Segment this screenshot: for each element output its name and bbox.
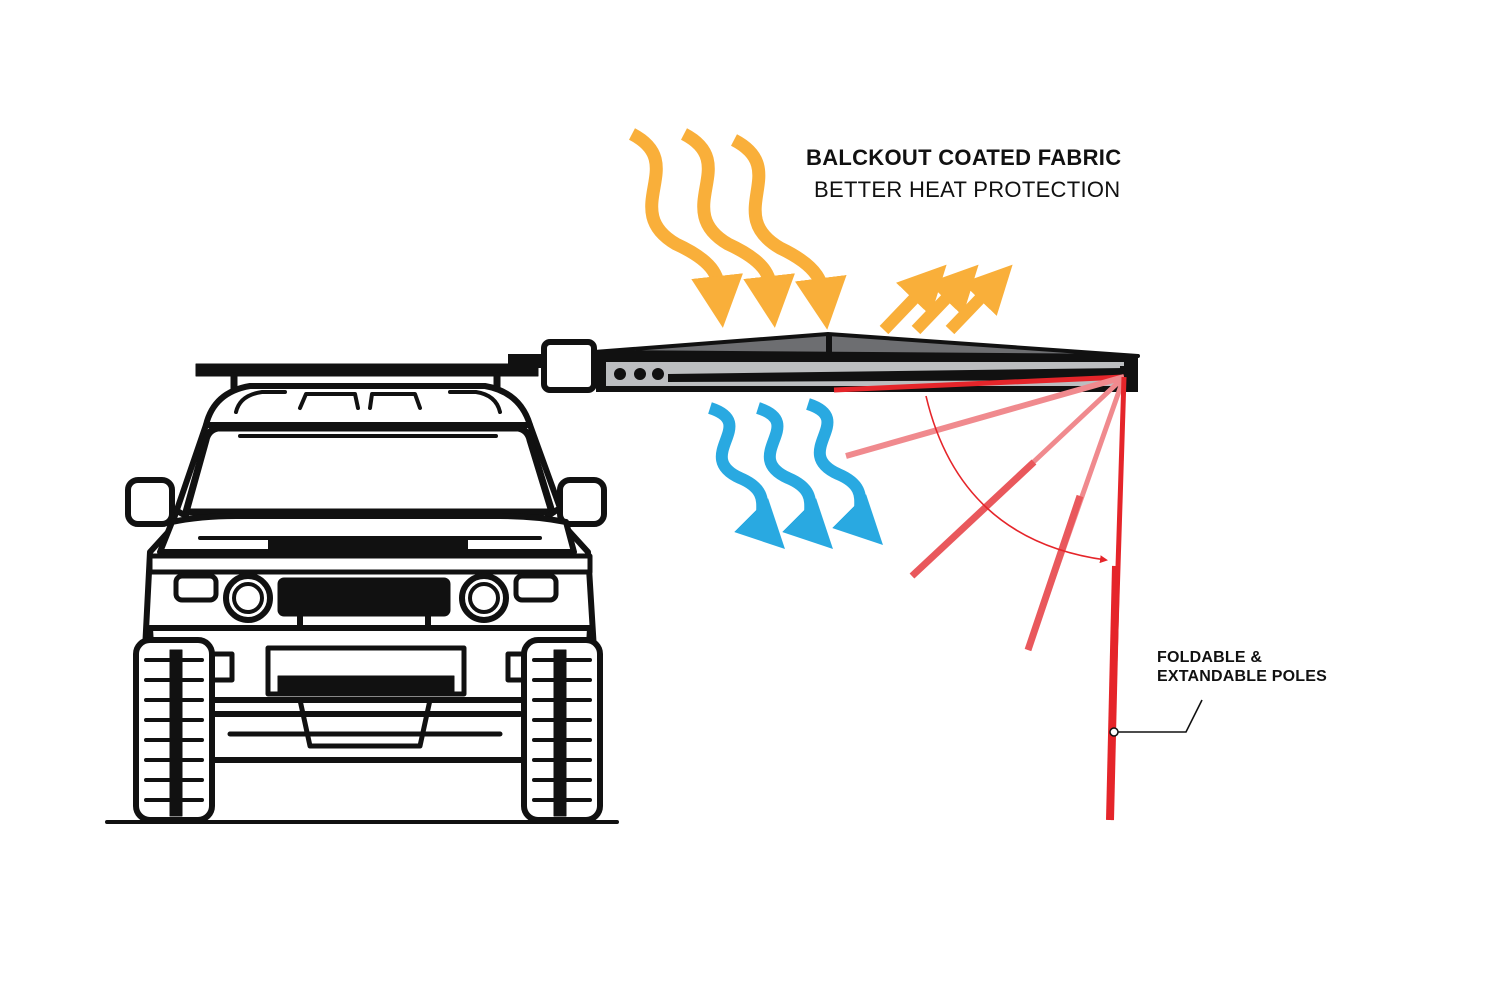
heading-title: BALCKOUT COATED FABRIC <box>806 145 1122 170</box>
cool-air-arrow-icon-1 <box>707 402 785 549</box>
side-mirror-left <box>125 477 189 527</box>
hood <box>157 513 577 555</box>
pole-callout-line-1: FOLDABLE & <box>1157 649 1263 666</box>
cool-air-arrow-icon-2 <box>755 402 833 549</box>
pole-angle-1 <box>845 374 1125 459</box>
tire-left <box>133 637 215 823</box>
awning-end-cap <box>541 339 597 393</box>
incoming-heat-arrow-icon-1 <box>628 128 743 328</box>
reflected-heat-arrow-icon-2 <box>911 264 979 335</box>
incoming-heat-arrow-icon-2 <box>680 128 795 328</box>
pole-swing-arrow <box>925 395 1108 564</box>
reflected-heat-arrows <box>879 264 1013 335</box>
incoming-heat-arrow-icon-3 <box>730 134 847 330</box>
vehicle-front-view <box>105 363 619 824</box>
awning-fabric-top <box>592 332 1140 358</box>
awning-poles <box>833 374 1127 821</box>
grille <box>277 577 451 617</box>
reflected-heat-arrow-icon-3 <box>945 264 1013 335</box>
awning-mount-bracket <box>508 354 548 368</box>
side-mirror-right <box>545 477 607 527</box>
headlight-left <box>223 573 273 623</box>
headlight-right <box>459 573 509 623</box>
awning <box>508 332 1140 393</box>
windshield <box>182 424 556 516</box>
tire-right <box>521 637 603 823</box>
pole-callout-line-2: EXTANDABLE POLES <box>1157 668 1328 685</box>
heading-subtitle: BETTER HEAT PROTECTION <box>814 177 1121 202</box>
pole-callout-leader <box>1109 699 1203 737</box>
reflected-heat-arrow-icon-1 <box>879 264 947 335</box>
incoming-heat-arrows <box>628 128 847 330</box>
pole-horizontal <box>833 374 1125 393</box>
cool-air-arrow-icon-3 <box>805 398 883 545</box>
cool-air-arrows <box>707 398 883 549</box>
